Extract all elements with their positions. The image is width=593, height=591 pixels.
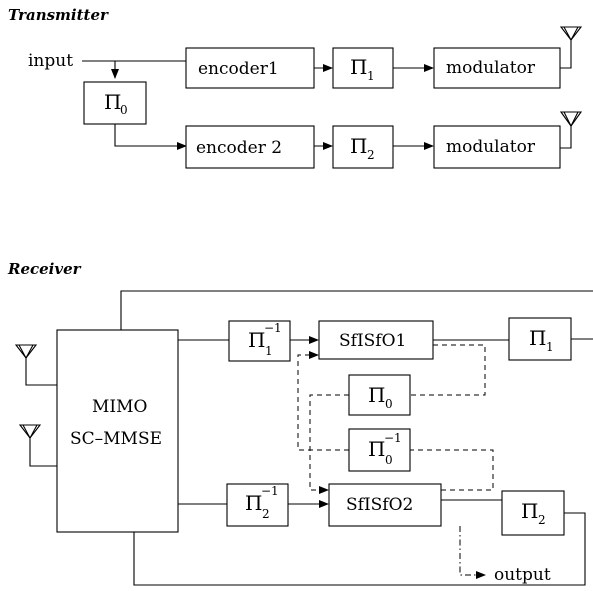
svg-text:0: 0 (120, 103, 128, 117)
tx-pi2-block: Π 2 (332, 125, 394, 169)
svg-text:0: 0 (385, 453, 393, 467)
svg-text:modulator: modulator (446, 58, 536, 78)
svg-text:Π: Π (350, 55, 367, 79)
svg-text:Π: Π (368, 383, 385, 407)
siso2-to-pi0inv-dashed (410, 449, 494, 491)
modulator2-block: modulator (433, 125, 561, 169)
rx-pi2-inverse-block: Π −1 2 (226, 483, 289, 527)
rx-pi1-inverse-block: Π −1 1 (228, 320, 291, 362)
receiver-title: Receiver (7, 260, 82, 278)
transmitter-title: Transmitter (8, 6, 109, 24)
svg-text:Π: Π (529, 326, 546, 350)
tx-antenna1-icon (559, 26, 583, 69)
feedback-bottom-wire (133, 512, 586, 586)
svg-text:MIMO: MIMO (92, 397, 147, 417)
svg-text:modulator: modulator (446, 137, 536, 157)
svg-text:1: 1 (546, 340, 554, 354)
svg-text:Π: Π (350, 134, 367, 158)
svg-text:Π: Π (248, 328, 265, 352)
input-label: input (28, 51, 73, 71)
svg-text:1: 1 (367, 69, 375, 83)
siso1-to-pi0-dashed (410, 344, 486, 396)
siso2-block: SfISfO2 (328, 483, 442, 527)
tx-pi1-block: Π 1 (332, 47, 394, 89)
encoder2-block: encoder 2 (185, 125, 315, 169)
pi0-to-encoder2-wire (114, 124, 187, 150)
svg-text:−1: −1 (384, 431, 402, 445)
encoder1-block: encoder1 (185, 47, 315, 89)
rx-pi0-inverse-block: Π −1 0 (348, 428, 411, 472)
svg-text:2: 2 (262, 507, 270, 521)
svg-text:encoder 2: encoder 2 (196, 138, 282, 158)
svg-text:−1: −1 (264, 321, 282, 335)
svg-text:Π: Π (245, 491, 262, 515)
rx-antenna1-icon (14, 344, 57, 386)
svg-text:2: 2 (367, 148, 375, 162)
svg-text:SfISfO1: SfISfO1 (339, 331, 406, 351)
mimo-sc-mmse-block: MIMO SC–MMSE (56, 329, 179, 533)
tx-antenna2-icon (559, 111, 583, 149)
siso2-to-output-dashdot (459, 526, 486, 579)
svg-text:2: 2 (538, 513, 546, 527)
rx-antenna2-icon (18, 424, 57, 467)
svg-text:Π: Π (521, 499, 538, 523)
siso1-block: SfISfO1 (318, 320, 434, 360)
rx-pi1-block: Π 1 (508, 317, 572, 361)
svg-text:1: 1 (265, 344, 273, 358)
svg-text:SfISfO2: SfISfO2 (346, 495, 413, 515)
svg-text:Π: Π (104, 90, 121, 114)
feedback-top-wire (120, 290, 593, 330)
svg-text:Π: Π (368, 437, 385, 461)
svg-text:encoder1: encoder1 (198, 59, 279, 79)
svg-text:SC–MMSE: SC–MMSE (70, 429, 162, 449)
svg-text:−1: −1 (261, 484, 279, 498)
modulator1-block: modulator (433, 47, 561, 89)
pi0inv-to-siso1-dashed (297, 351, 349, 451)
output-label: output (494, 565, 551, 585)
svg-text:0: 0 (385, 397, 393, 411)
pi0-to-siso2-dashed (309, 394, 349, 494)
rx-pi0-block: Π 0 (348, 374, 411, 416)
rx-pi2-block: Π 2 (501, 490, 565, 536)
tx-pi0-block: Π 0 (83, 81, 147, 125)
